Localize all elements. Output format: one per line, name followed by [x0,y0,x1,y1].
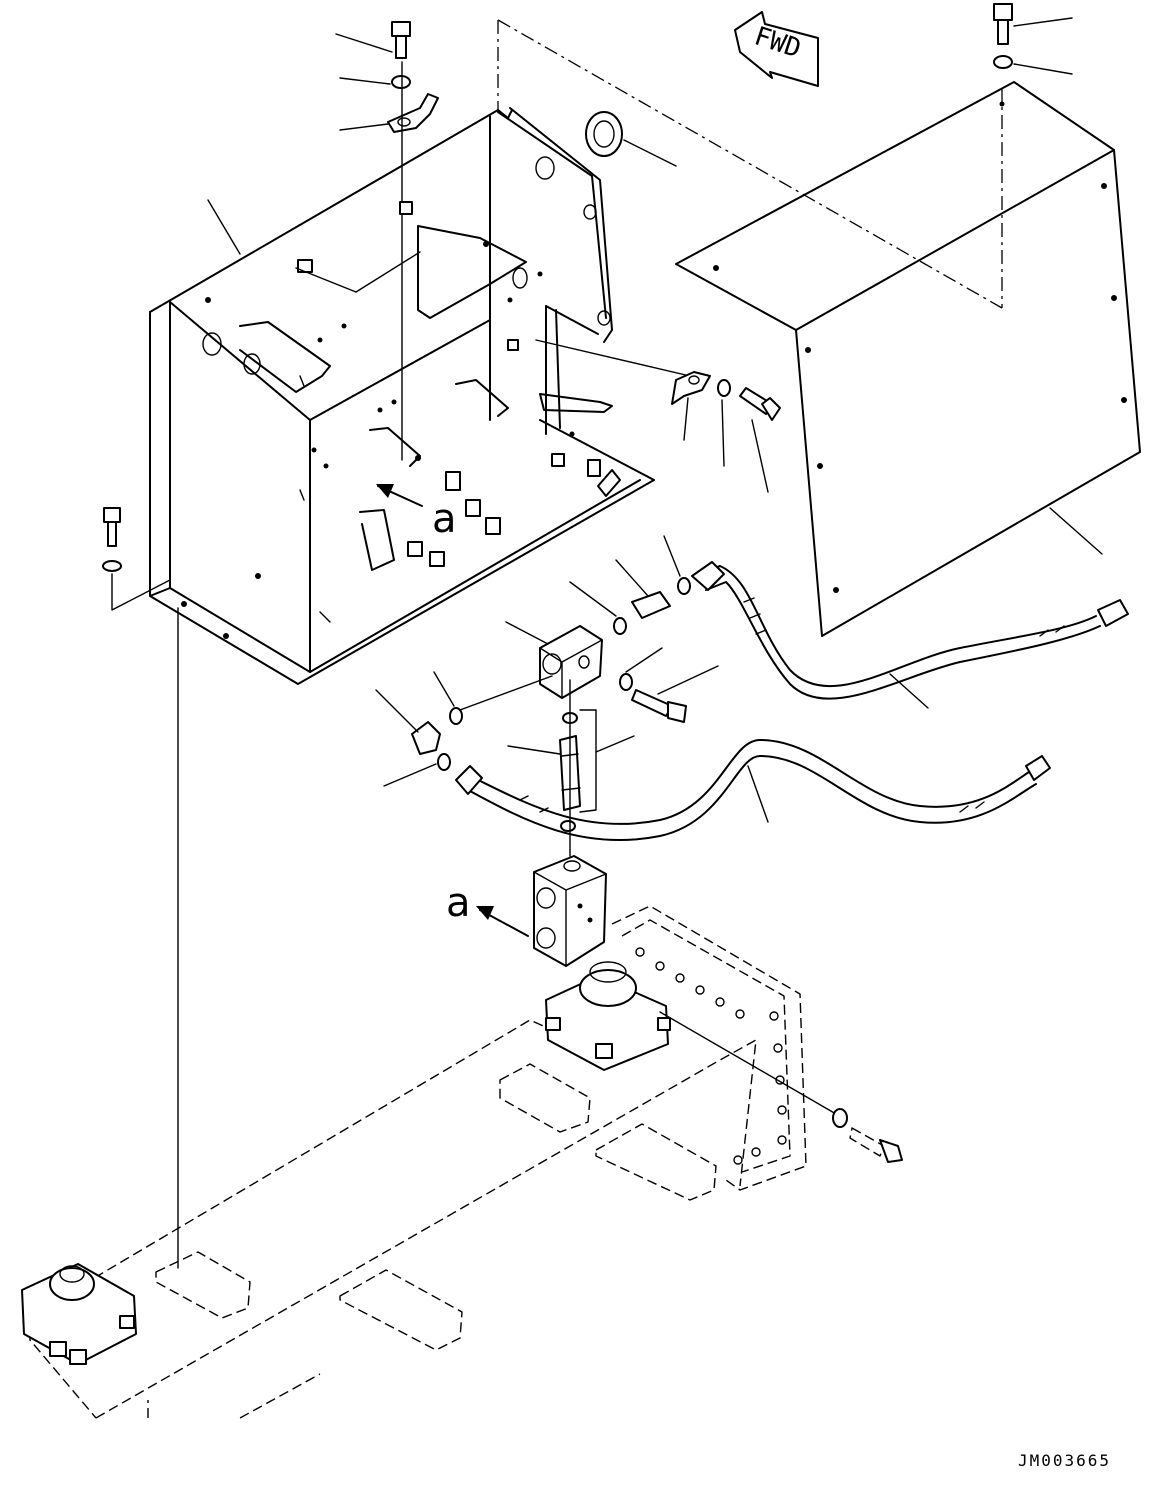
hose-upper [691,561,1129,709]
ref-line-boss [355,251,421,293]
ref-line-clip [535,339,691,377]
o-rings-valve [383,535,691,832]
engine-mount-lower [21,1263,137,1365]
manifold-block [533,855,607,967]
engine-mount-upper [545,961,837,1115]
cover [675,81,1141,637]
ref-line-diagonal [497,19,1003,309]
fwd-arrow: FWD [734,11,819,87]
hose-lower [455,739,1051,842]
adapter-fitting-upper [615,559,671,619]
fwd-label: FWD [751,21,805,64]
main-box-bracket [149,107,655,685]
view-arrow-upper: a [376,484,457,542]
top-right-washer [993,55,1073,75]
top-right-bolt [993,3,1073,45]
ref-line-boss2 [295,267,357,293]
top-left-washer [339,75,411,89]
drawing-code: JM003665 [1018,1451,1111,1470]
valve-block [505,621,603,699]
frame-phantom [29,905,807,1419]
clip-and-bolt-right [671,371,781,493]
valve-mount-bolt [631,665,719,723]
left-bolt [102,507,171,611]
elbow-fitting [375,689,441,755]
oring-ref-line [459,675,553,711]
view-letter-lower: a [446,880,471,926]
mount-washer-bolt [832,1108,903,1163]
grommet [585,111,677,167]
top-left-bolt [335,21,411,59]
ground-clip [339,93,439,133]
view-letter-upper: a [432,496,457,542]
view-arrow-lower: a [446,880,529,937]
